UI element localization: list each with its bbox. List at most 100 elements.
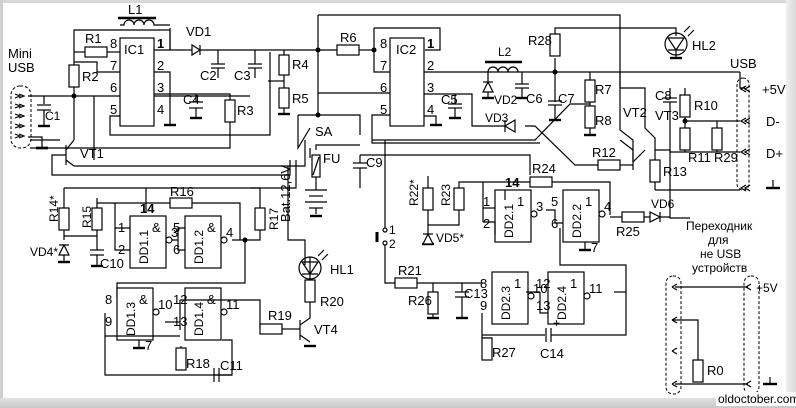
svg-text:5: 5 (110, 102, 117, 117)
label-c2: C2 (200, 68, 217, 83)
label-r16: R16 (170, 184, 194, 199)
label-r4: R4 (292, 57, 309, 72)
mini-usb-connector: Mini USB (8, 46, 35, 149)
svg-text:VD1: VD1 (186, 24, 211, 39)
ic2: IC2 8 7 6 5 1 2 3 4 (380, 36, 434, 127)
wires-left (28, 29, 306, 176)
led-hl2: HL2 (664, 25, 716, 60)
svg-text:12: 12 (536, 276, 550, 291)
label-r24: R24 (532, 161, 556, 176)
label-r23: R23 (439, 184, 453, 206)
svg-text:2: 2 (118, 242, 125, 257)
svg-text:7: 7 (110, 58, 117, 73)
svg-text:4: 4 (157, 102, 164, 117)
frame-edge (0, 0, 796, 3)
transistor-vt4 (296, 279, 316, 348)
svg-text:HL1: HL1 (330, 262, 354, 277)
inductor-l1: L1 (118, 2, 170, 26)
svg-text:6: 6 (380, 80, 387, 95)
svg-text:не USB: не USB (700, 247, 741, 261)
label-battery: Bat.12,6V (278, 165, 293, 222)
label-c13: C13 (464, 286, 488, 301)
label-c7: C7 (558, 91, 575, 106)
svg-text:устройств: устройств (692, 261, 747, 275)
svg-text:VD5*: VD5* (436, 231, 464, 245)
wires-dd1-lower (104, 299, 296, 382)
svg-text:8: 8 (480, 276, 487, 291)
label-r28: R28 (528, 33, 552, 48)
svg-text:8: 8 (380, 36, 387, 51)
svg-text:10: 10 (158, 297, 172, 312)
button-pin-2: 2 (389, 237, 396, 251)
svg-text:7: 7 (145, 338, 152, 353)
svg-text:DD2.3: DD2.3 (499, 286, 513, 320)
label-vt2: VT2 (623, 105, 647, 120)
mini-usb-label: Mini (8, 46, 32, 61)
inductor-l2: L2 (485, 45, 522, 73)
usb-pin-dplus: D+ (766, 146, 783, 161)
svg-text:IC1: IC1 (124, 42, 144, 57)
svg-text:3: 3 (171, 225, 178, 240)
svg-text:DD2.4: DD2.4 (555, 286, 569, 320)
diode-vd4: VD4* (30, 243, 70, 264)
gate-dd1-1: &DD1.1 1 2 3 14 (118, 201, 178, 269)
label-r27: R27 (492, 345, 516, 360)
svg-text:6: 6 (110, 80, 117, 95)
label-r1: R1 (85, 31, 102, 46)
label-r11: R11 (688, 150, 711, 165)
label-c3: C3 (234, 68, 251, 83)
svg-text:DD1.3: DD1.3 (124, 302, 138, 336)
svg-text:1: 1 (483, 194, 490, 209)
svg-text:3: 3 (536, 199, 543, 214)
label-c14: C14 (540, 346, 564, 361)
svg-text:HL2: HL2 (692, 38, 716, 53)
svg-text:1: 1 (514, 276, 521, 291)
svg-text:14: 14 (140, 201, 155, 216)
svg-text:DD1.1: DD1.1 (137, 230, 151, 264)
wires-ic1 (30, 28, 271, 160)
label-r12: R12 (592, 145, 616, 160)
svg-text:2: 2 (157, 58, 164, 73)
label-r6: R6 (340, 30, 357, 45)
label-r21: R21 (398, 263, 422, 278)
wires-battery (250, 115, 531, 218)
label-r10: R10 (694, 98, 718, 113)
label-r26: R26 (408, 293, 432, 308)
label-vt4: VT4 (314, 322, 338, 337)
svg-text:DD1.4: DD1.4 (192, 302, 206, 336)
svg-text:&: & (139, 292, 148, 307)
svg-text:&: & (207, 220, 216, 235)
svg-text:13: 13 (536, 298, 550, 313)
diode-vd6: VD6 (649, 197, 675, 223)
diode-vd3: VD3 (485, 111, 516, 134)
svg-text:5: 5 (380, 102, 387, 117)
wires-vt2-vt3 (590, 72, 740, 219)
label-r13: R13 (663, 164, 687, 179)
frame-edge (786, 0, 796, 408)
svg-text:DD2.1: DD2.1 (502, 204, 516, 238)
svg-text:L2: L2 (498, 45, 512, 59)
usb-pin-dminus: D- (766, 114, 780, 129)
label-vt1: VT1 (80, 146, 104, 161)
svg-text:&: & (152, 220, 161, 235)
ic1: IC1 8 7 6 5 1 2 3 4 (110, 36, 164, 127)
svg-text:L1: L1 (128, 2, 142, 17)
c14-plus: + (553, 316, 560, 330)
svg-text:1: 1 (118, 220, 125, 235)
led-hl1: HL1 (298, 249, 354, 280)
wires-dd2 (375, 140, 650, 361)
label-c6: C6 (526, 91, 543, 106)
label-r29: R29 (714, 150, 738, 165)
svg-text:7: 7 (380, 58, 387, 73)
svg-text:6: 6 (173, 242, 180, 257)
svg-text:4: 4 (604, 199, 611, 214)
label-c9: C9 (366, 155, 383, 170)
label-r5: R5 (292, 91, 309, 106)
label-c1: C1 (45, 109, 61, 123)
